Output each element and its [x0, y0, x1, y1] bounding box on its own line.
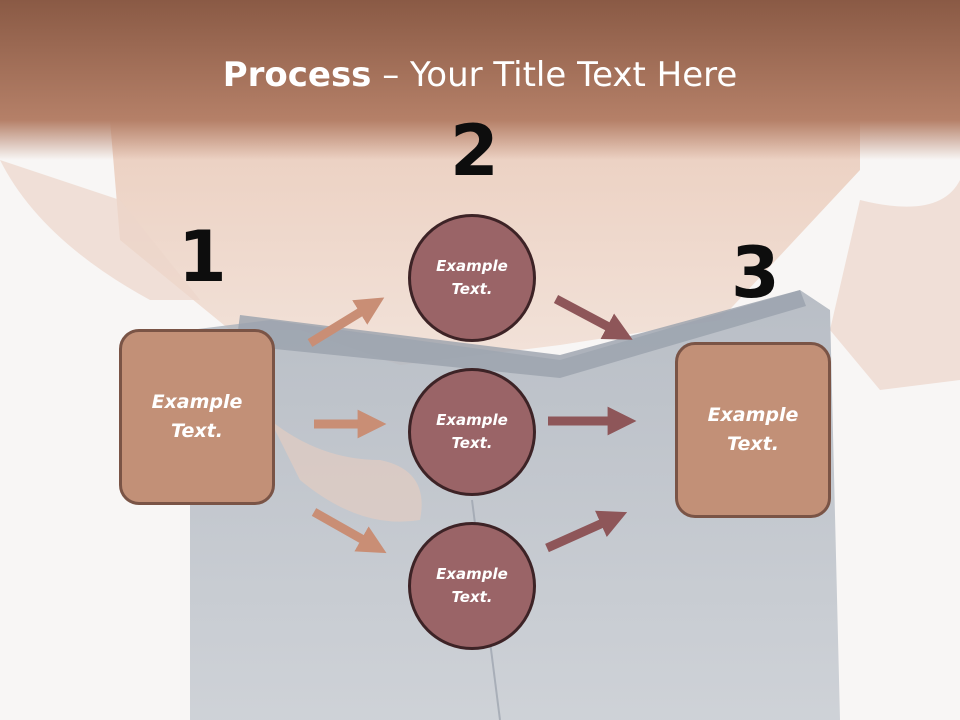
circle-top: Example Text.	[408, 214, 536, 342]
step-number-2: 2	[450, 110, 499, 192]
circle-top-line1: Example	[436, 257, 508, 275]
circle-bottom-line2: Text.	[451, 588, 493, 606]
circle-bottom-line1: Example	[436, 565, 508, 583]
circle-middle-line1: Example	[436, 411, 508, 429]
left-box-line1: Example	[151, 391, 243, 413]
arrow-left-bottom	[311, 508, 387, 554]
title-bold: Process	[222, 55, 372, 95]
title-rest: – Your Title Text Here	[371, 55, 738, 95]
arrow-right-top	[553, 295, 633, 340]
circle-middle: Example Text.	[408, 368, 536, 496]
left-box-line2: Text.	[171, 420, 223, 442]
title-band	[0, 0, 960, 160]
step-number-3: 3	[731, 232, 780, 314]
circle-middle-line2: Text.	[451, 434, 493, 452]
right-box: Example Text.	[675, 342, 831, 518]
left-box: Example Text.	[119, 329, 275, 505]
right-box-line1: Example	[707, 404, 799, 426]
circle-top-line2: Text.	[451, 280, 493, 298]
slide-title: Process – Your Title Text Here	[0, 54, 960, 96]
right-box-line2: Text.	[727, 433, 779, 455]
circle-bottom: Example Text.	[408, 522, 536, 650]
arrow-left-top	[307, 297, 385, 347]
arrow-right-bottom	[545, 510, 628, 553]
step-number-1: 1	[178, 216, 227, 298]
